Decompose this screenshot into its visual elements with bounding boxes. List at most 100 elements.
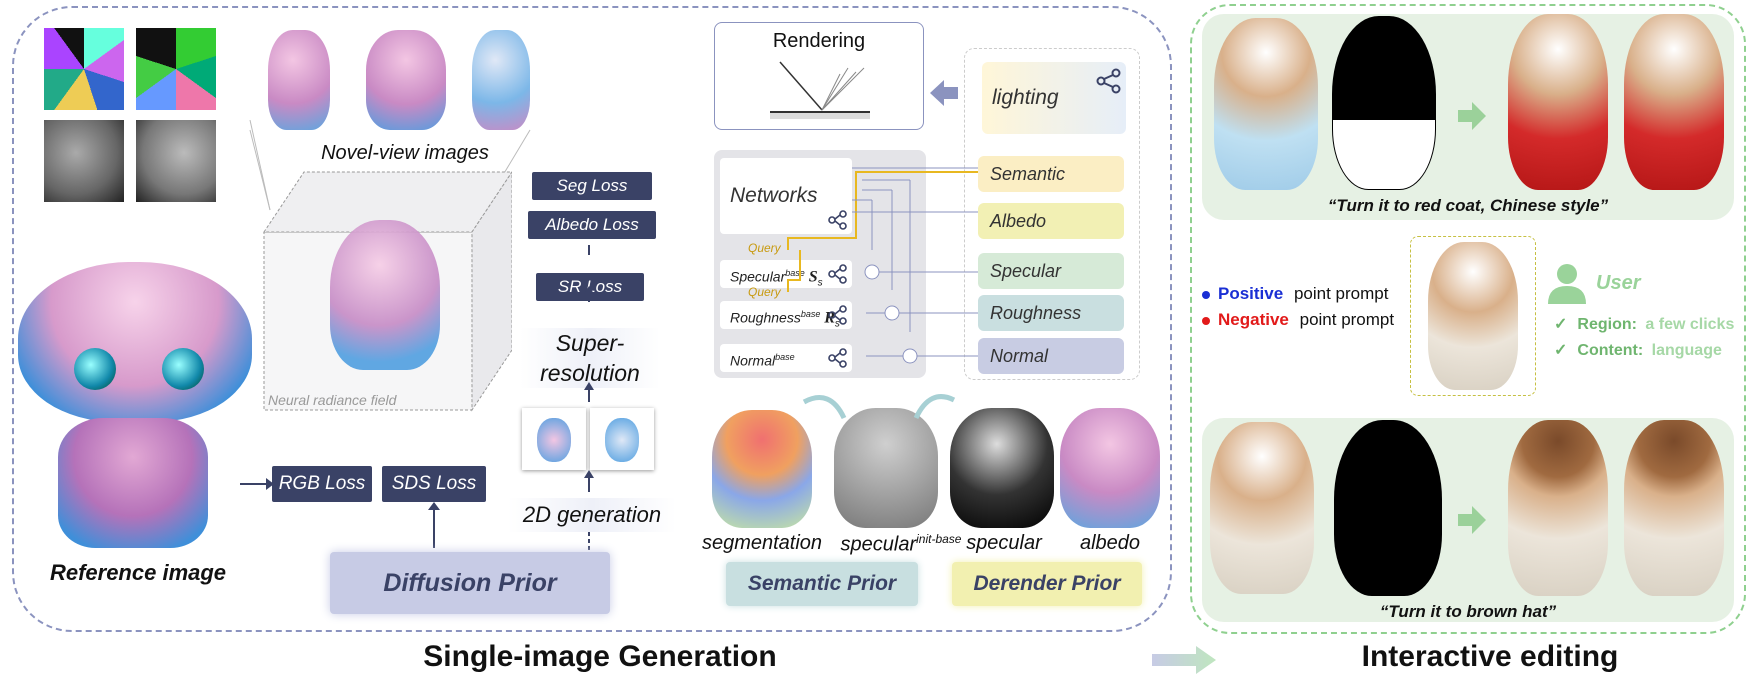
hamster-edited-bottom-2 xyxy=(1624,420,1724,596)
gen-thumbnail-1 xyxy=(522,408,586,470)
specular-init-robot xyxy=(834,408,938,528)
positive-dot xyxy=(1202,290,1210,299)
arrow-edit-top xyxy=(1458,102,1486,130)
output-albedo: Albedo xyxy=(978,203,1124,239)
diffusion-prior: Diffusion Prior xyxy=(330,552,610,614)
region-label: Region: xyxy=(1577,316,1637,333)
specular-symbol: S xyxy=(808,268,818,286)
negative-point-prompt: point prompt xyxy=(1299,310,1395,329)
specular-base-sup: base xyxy=(785,268,805,278)
roughness-base-box: Roughnessbase Rs xyxy=(720,301,852,329)
nerf-robot xyxy=(330,220,440,370)
curved-arrows xyxy=(802,394,956,420)
seg-thumbnail-4 xyxy=(136,120,216,202)
share-icon-normal xyxy=(828,348,847,368)
roughness-base-sup: base xyxy=(800,309,821,319)
negative-label: Negative xyxy=(1218,310,1289,329)
output-roughness: Roughness xyxy=(978,295,1124,331)
novel-view-robot-3 xyxy=(472,30,530,130)
reference-robot-eye-left xyxy=(74,348,116,390)
roughness-symbol-sub: s xyxy=(834,318,840,330)
check-icon-region: ✓ xyxy=(1554,316,1568,333)
output-semantic: Semantic xyxy=(978,156,1124,192)
super-resolution-text: Super-resolution xyxy=(540,330,640,386)
share-icon-networks xyxy=(828,210,847,230)
specular-symbol-sub: s xyxy=(817,277,823,289)
arrow-diffusion-to-sds xyxy=(428,502,440,548)
novel-view-robot-1 xyxy=(268,30,330,130)
share-icon-specular xyxy=(828,264,847,284)
roughness-symbol: R xyxy=(824,309,835,327)
gen-thumbnail-2 xyxy=(590,408,654,470)
content-row: ✓Content: language xyxy=(1554,340,1722,360)
normal-base-sup: base xyxy=(775,352,795,362)
prior-label-albedo: albedo xyxy=(1079,532,1141,554)
seg-thumbnail-2 xyxy=(136,28,216,110)
novel-view-label: Novel-view images xyxy=(321,142,489,164)
seg-thumbnail-1 xyxy=(44,28,124,110)
semantic-prior: Semantic Prior xyxy=(726,562,918,606)
rendering-brdf-icon xyxy=(770,61,870,119)
specular-robot xyxy=(950,408,1054,528)
segmentation-robot xyxy=(712,410,812,528)
output-column xyxy=(964,48,1140,380)
user-icon xyxy=(1548,264,1586,304)
seg-thumbnail-3 xyxy=(44,120,124,202)
networks-label: Networks xyxy=(730,184,818,207)
specular-base-label: Specular xyxy=(730,268,786,285)
title-interactive-editing: Interactive editing xyxy=(1361,640,1619,673)
negative-legend: Negative point prompt xyxy=(1202,310,1394,330)
networks-box: Networks xyxy=(720,158,852,234)
mask-bottom xyxy=(1334,420,1442,596)
albedo-robot xyxy=(1060,408,1160,528)
specular-init-text: specular xyxy=(840,533,917,556)
reference-label: Reference image xyxy=(49,560,227,585)
generation-2d-label: 2D generation xyxy=(508,498,676,532)
check-icon-content: ✓ xyxy=(1554,342,1568,359)
interactive-editing-panel xyxy=(1190,4,1746,634)
quote-top: “Turn it to red coat, Chinese style” xyxy=(1327,196,1609,215)
center-hamster xyxy=(1428,242,1518,390)
gen-thumb-robot-2 xyxy=(605,418,639,462)
region-row: ✓ Region: a few clicks xyxy=(1554,314,1734,334)
hamster-edited-bottom-1 xyxy=(1508,420,1608,596)
share-icon-lighting xyxy=(1096,68,1121,94)
output-specular: Specular xyxy=(978,253,1124,289)
specular-base-box: Specularbase Ss xyxy=(720,260,852,288)
novel-view-robot-2 xyxy=(366,30,446,130)
positive-label: Positive xyxy=(1218,284,1284,303)
derender-prior: Derender Prior xyxy=(952,562,1142,606)
lighting-label: lighting xyxy=(992,86,1059,109)
arrow-between-sections xyxy=(1152,646,1216,674)
mask-top xyxy=(1332,16,1436,190)
quote-bottom: “Turn it to brown hat” xyxy=(1379,602,1557,621)
seg-loss: Seg Loss xyxy=(532,172,652,200)
query-label-2: Query xyxy=(748,285,781,299)
super-resolution-label: Super-resolution xyxy=(520,328,660,388)
arrows-generation xyxy=(584,245,594,550)
positive-point-prompt: point prompt xyxy=(1293,284,1389,303)
reference-robot-eye-right xyxy=(162,348,204,390)
single-image-generation-panel xyxy=(12,6,1172,632)
user-label: User xyxy=(1596,272,1641,294)
hamster-original-top xyxy=(1214,18,1318,190)
prior-label-segmentation: segmentation xyxy=(701,532,823,554)
title-single-image-generation: Single-image Generation xyxy=(423,640,777,673)
content-value: language xyxy=(1651,342,1722,359)
nerf-label: Neural radiance field xyxy=(268,392,397,408)
projection-lines xyxy=(249,120,531,211)
query-label-1: Query xyxy=(748,241,781,255)
init-base-sup: init-base xyxy=(916,532,962,546)
normal-base-label: Normal xyxy=(730,352,776,369)
reference-robot-head xyxy=(18,262,252,422)
region-value: a few clicks xyxy=(1645,316,1735,333)
normal-base-box: Normalbase xyxy=(720,344,852,372)
arrow-lighting-to-rendering xyxy=(930,80,958,106)
arrow-edit-bottom xyxy=(1458,506,1486,534)
network-connections xyxy=(787,167,978,364)
sds-loss: SDS Loss xyxy=(382,466,486,502)
output-normal: Normal xyxy=(978,338,1124,374)
negative-dot xyxy=(1202,316,1210,325)
prior-label-specular: specular xyxy=(966,532,1042,554)
hamster-edited-top-1 xyxy=(1508,14,1608,190)
